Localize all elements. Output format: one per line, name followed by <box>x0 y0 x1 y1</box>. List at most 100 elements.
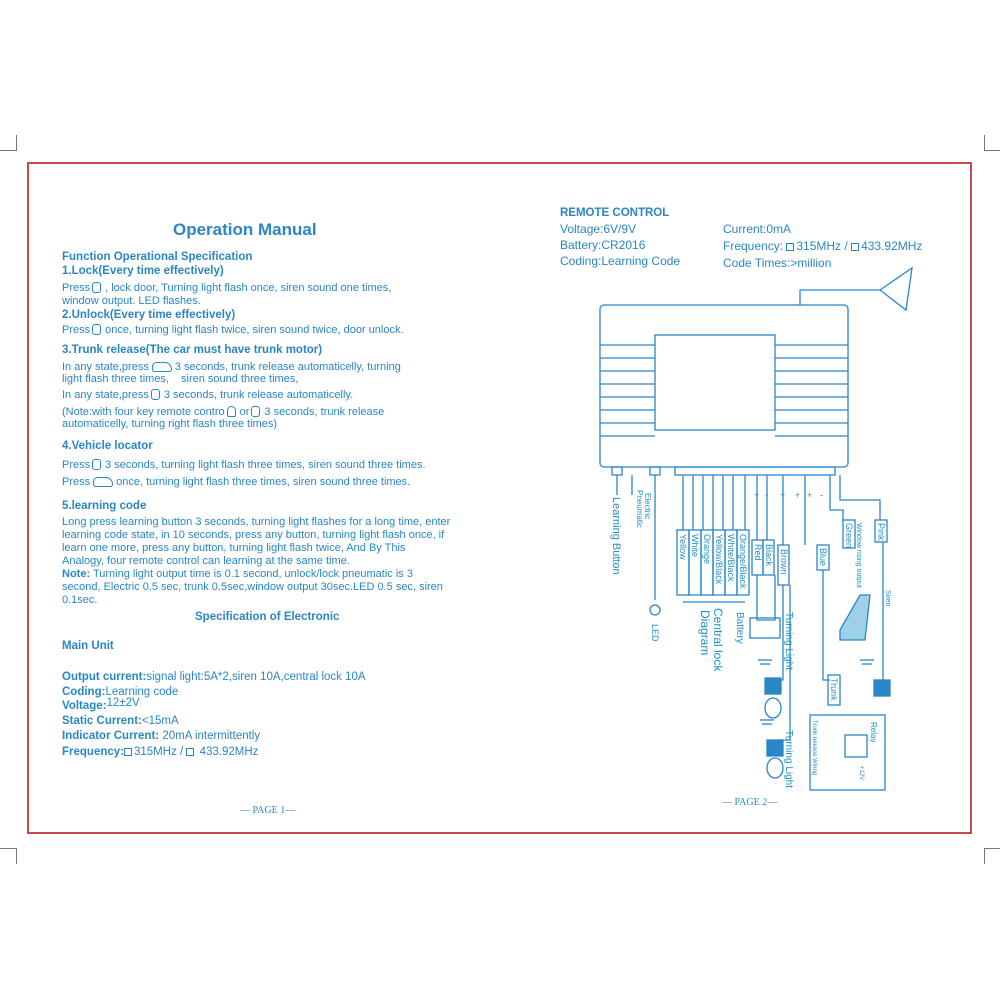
lock-wires <box>682 475 746 530</box>
wire-label-white: White <box>690 534 700 557</box>
note-line-3: 0.1sec. <box>62 594 98 606</box>
relay-icon <box>844 734 868 758</box>
electric-label: Electric <box>643 493 652 519</box>
page-number-2: — PAGE 2— <box>722 797 778 808</box>
learning-line-1: Long press learning button 3 seconds, tu… <box>62 516 451 528</box>
turn-relay-1 <box>764 677 782 695</box>
bell-icon <box>226 406 236 417</box>
main-unit-screen <box>654 334 776 431</box>
function-spec-heading: Function Operational Specification <box>62 251 253 263</box>
wire-green <box>829 475 844 520</box>
ground-icons <box>758 659 874 725</box>
wire-label-orange: Orange <box>702 534 712 564</box>
wire-label-yellow: Yellow <box>678 534 688 560</box>
antenna <box>799 289 880 305</box>
spec-coding: Coding:Learning code <box>62 686 179 698</box>
spec-indicator-current: Indicator Current: 20mA intermittently <box>62 730 261 742</box>
learning-line-2: learning code state, in 10 seconds, pres… <box>62 529 445 541</box>
remote-voltage: Voltage:6V/9V <box>560 222 637 236</box>
page-border <box>27 162 972 834</box>
crop-mark <box>16 848 17 864</box>
main-unit-heading: Main Unit <box>62 640 114 652</box>
plus-sign: + <box>795 490 800 500</box>
turn-bulb-2 <box>766 757 784 779</box>
page-title: Operation Manual <box>173 220 317 239</box>
main-unit-vents <box>600 344 848 437</box>
lock-line-1: Press, lock door, Turning light flash on… <box>62 282 392 294</box>
turning-light-label-1: Turning Light <box>783 612 794 670</box>
minus-sign: - <box>820 490 823 500</box>
pink-wire-label: Pink <box>876 523 886 541</box>
pneumatic-label: Pneumatic <box>635 490 644 528</box>
mute-icon <box>251 406 261 417</box>
unlock-key-icon <box>92 324 102 335</box>
led-label: LED <box>650 624 660 642</box>
remote-frequency: Frequency: 315MHz / 433.92MHz <box>723 239 923 253</box>
page-number-1: — PAGE 1— <box>240 805 296 816</box>
minus-sign: - <box>765 490 768 500</box>
trunk-wire-label: Trunk <box>829 678 839 701</box>
learning-line-4: Analogy, four remote control can learnin… <box>62 555 350 567</box>
plus-sign: + <box>780 490 785 500</box>
wire-pink <box>839 475 881 520</box>
crop-mark <box>984 150 1000 151</box>
turn-relay-2 <box>766 739 784 757</box>
trunk-release-wiring-label: Trunk release Wiring <box>811 720 817 775</box>
lock-key-icon <box>92 459 102 470</box>
black-label <box>762 539 775 576</box>
antenna-icon <box>878 266 913 312</box>
turn-bulb-1 <box>764 697 782 719</box>
pink-label <box>874 519 888 543</box>
siren-label: Siren <box>884 590 891 606</box>
learning-button-label: Learning Button <box>610 497 622 575</box>
crop-mark <box>16 135 17 151</box>
spec-static-current: Static Current:<15mA <box>62 715 179 727</box>
red-wire-label: Red <box>753 544 763 561</box>
car-trunk-icon <box>151 362 172 372</box>
plus12-label: +12V <box>858 766 864 780</box>
blue-wire-label: Blue <box>818 548 828 566</box>
diagram-label: Diagram <box>698 610 712 655</box>
lock-wire-labels <box>676 529 750 596</box>
unlock-heading: 2.Unlock(Every time effectively) <box>62 309 236 321</box>
window-icon <box>839 594 871 641</box>
spec-heading: Specification of Electronic <box>195 611 340 623</box>
brown-wire-label: Brown <box>779 549 789 575</box>
green-wire-label: Green <box>844 523 854 548</box>
battery-label: Battery <box>734 612 745 644</box>
crop-mark <box>0 848 16 849</box>
window-rising-label: Window rising output <box>855 523 862 588</box>
car-trunk-icon <box>93 477 114 487</box>
connector-block <box>649 466 661 476</box>
checkbox-icon <box>851 243 860 251</box>
crop-mark <box>984 135 985 151</box>
black-wire-label: Black <box>764 544 774 567</box>
trunk-release-box <box>809 714 886 791</box>
wire-label-yellow-black: Yellow/Black <box>714 534 724 585</box>
plus-sign: + <box>807 490 812 500</box>
trunk-label <box>827 674 841 706</box>
remote-code-times: Code Times:>million <box>723 256 832 270</box>
lock-heading: 1.Lock(Every time effectively) <box>62 265 224 277</box>
learning-line-3: learn one more, press any button, turnin… <box>62 542 406 554</box>
crop-mark <box>984 848 1000 849</box>
trunk-line-2: light flash three times,siren sound thre… <box>62 373 299 385</box>
checkbox-icon <box>786 243 795 251</box>
checkbox-icon <box>186 748 195 756</box>
lock-line-2: window output. LED flashes. <box>62 295 201 307</box>
relay-label: Relay <box>869 722 878 742</box>
checkbox-icon <box>124 748 132 756</box>
siren-icon <box>873 679 891 697</box>
central-lock-label: Central lock <box>711 608 725 672</box>
remote-current: Current:0mA <box>723 222 792 236</box>
remote-battery: Battery:CR2016 <box>560 238 646 252</box>
main-unit-box <box>599 304 849 468</box>
lock-key-icon <box>92 282 102 293</box>
note-line-1: Note: Turning light output time is 0.1 s… <box>62 568 413 580</box>
connector-block <box>674 466 836 476</box>
wire-label-white-black: White/Black <box>726 534 736 582</box>
connector-block <box>611 466 623 476</box>
crop-mark <box>984 848 985 864</box>
